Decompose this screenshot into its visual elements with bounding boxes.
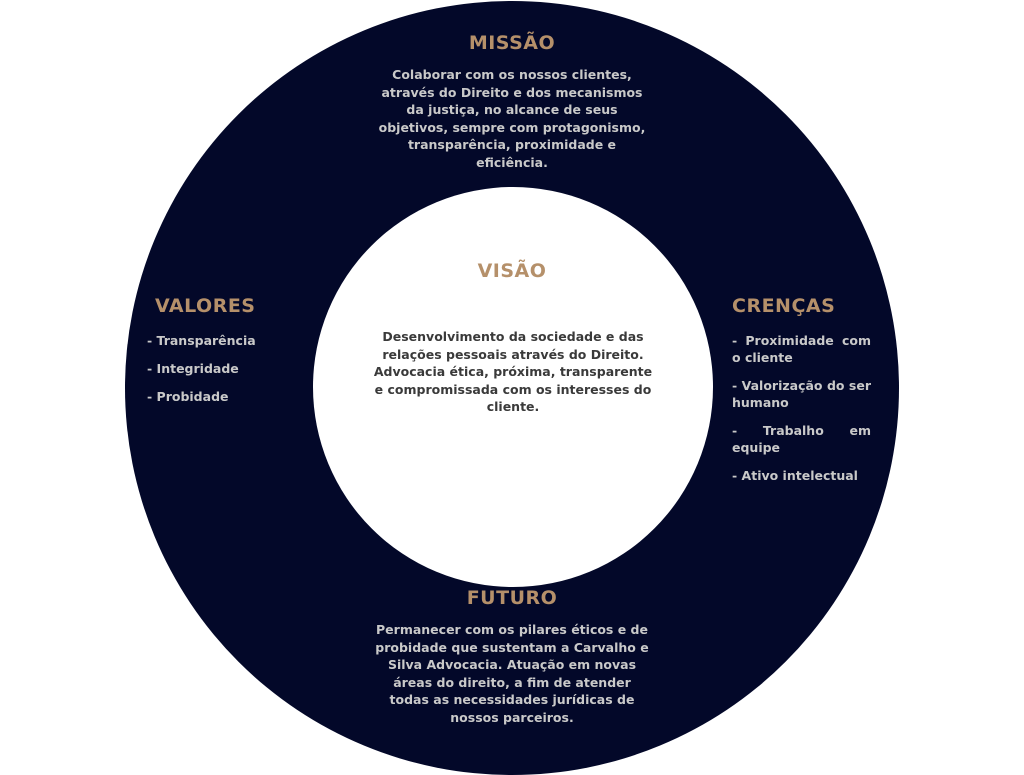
futuro-text: Permanecer com os pilares éticos e de pr… — [375, 622, 649, 725]
futuro-title: FUTURO — [466, 587, 558, 609]
valores-list: - Transparência - Integridade - Probidad… — [147, 332, 287, 416]
inner-circle — [313, 187, 713, 587]
valores-item: - Probidade — [147, 389, 229, 404]
crencas-item: - Trabalho em equipe — [732, 423, 871, 455]
valores-item: - Integridade — [147, 361, 239, 376]
crencas-item: - Valorização do ser humano — [732, 378, 871, 410]
crencas-item: - Ativo intelectual — [732, 468, 858, 483]
missao-title: MISSÃO — [468, 32, 556, 54]
valores-item: - Transparência — [147, 333, 256, 348]
crencas-title: CRENÇAS — [732, 295, 836, 317]
valores-title: VALORES — [155, 295, 256, 317]
crencas-item: - Proximidade com o cliente — [732, 333, 871, 365]
visao-text: Desenvolvimento da sociedade e das relaç… — [373, 329, 653, 414]
crencas-list: - Proximidade com o cliente - Valorizaçã… — [732, 332, 871, 495]
visao-title: VISÃO — [477, 260, 547, 282]
missao-text: Colaborar com os nossos clientes, atravé… — [378, 67, 646, 170]
